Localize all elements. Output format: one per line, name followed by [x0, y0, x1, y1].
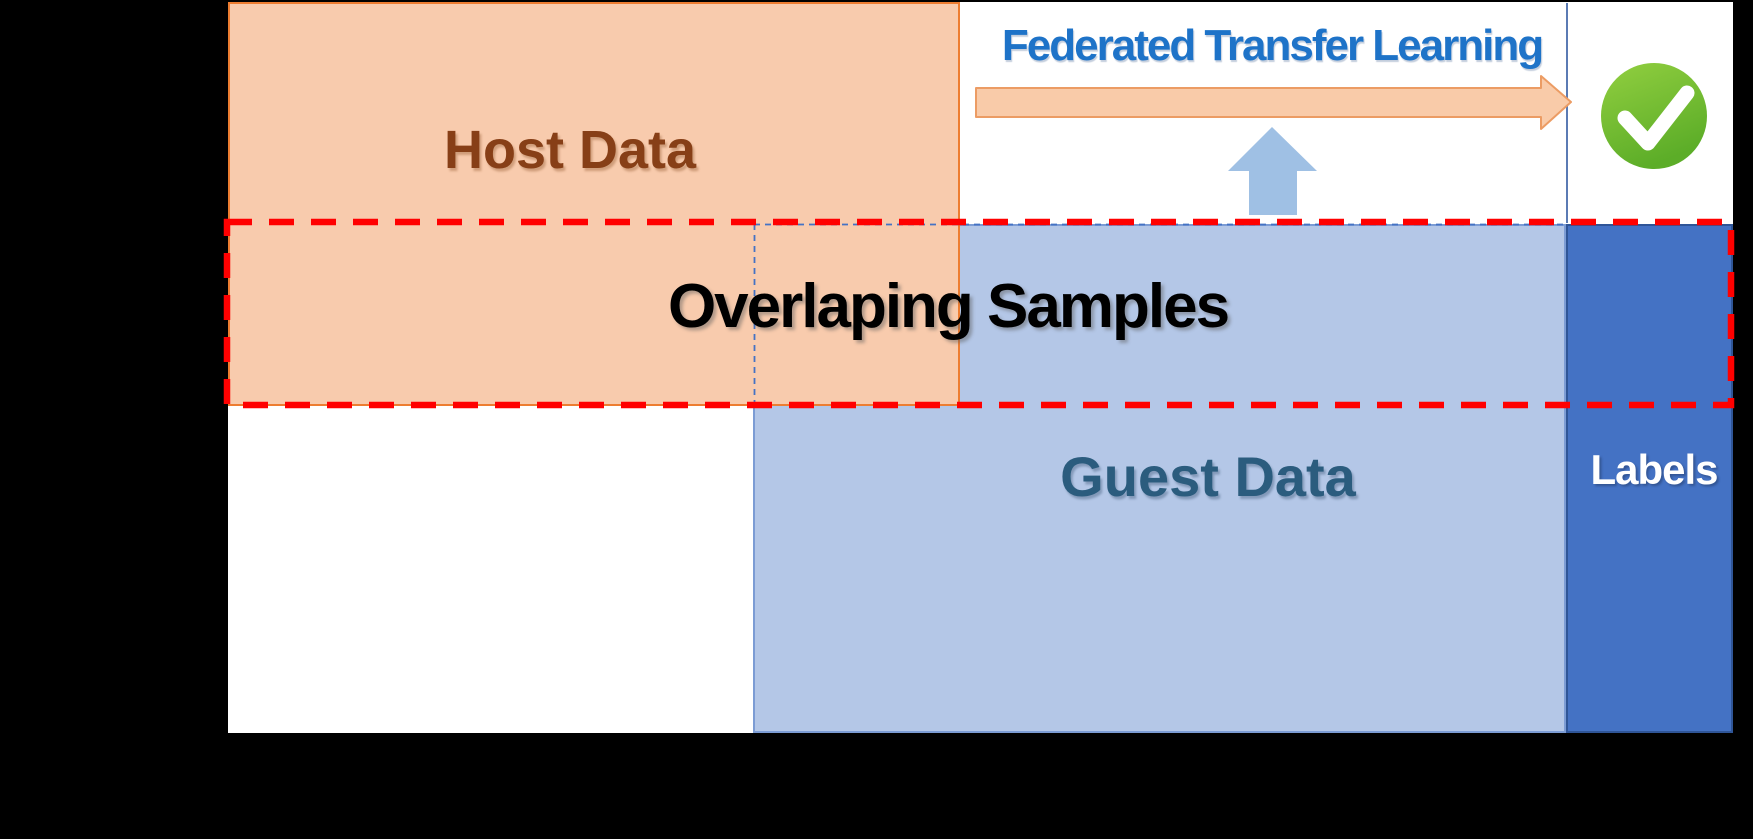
host-data-region	[228, 2, 960, 406]
overlapping-samples-label: Overlaping Samples	[667, 272, 1230, 341]
host-data-label: Host Data	[443, 120, 697, 180]
guest-data-label: Guest Data	[1060, 445, 1356, 508]
labels-column-label: Labels	[1590, 446, 1718, 493]
diagram-title: Federated Transfer Learning	[1001, 21, 1544, 70]
